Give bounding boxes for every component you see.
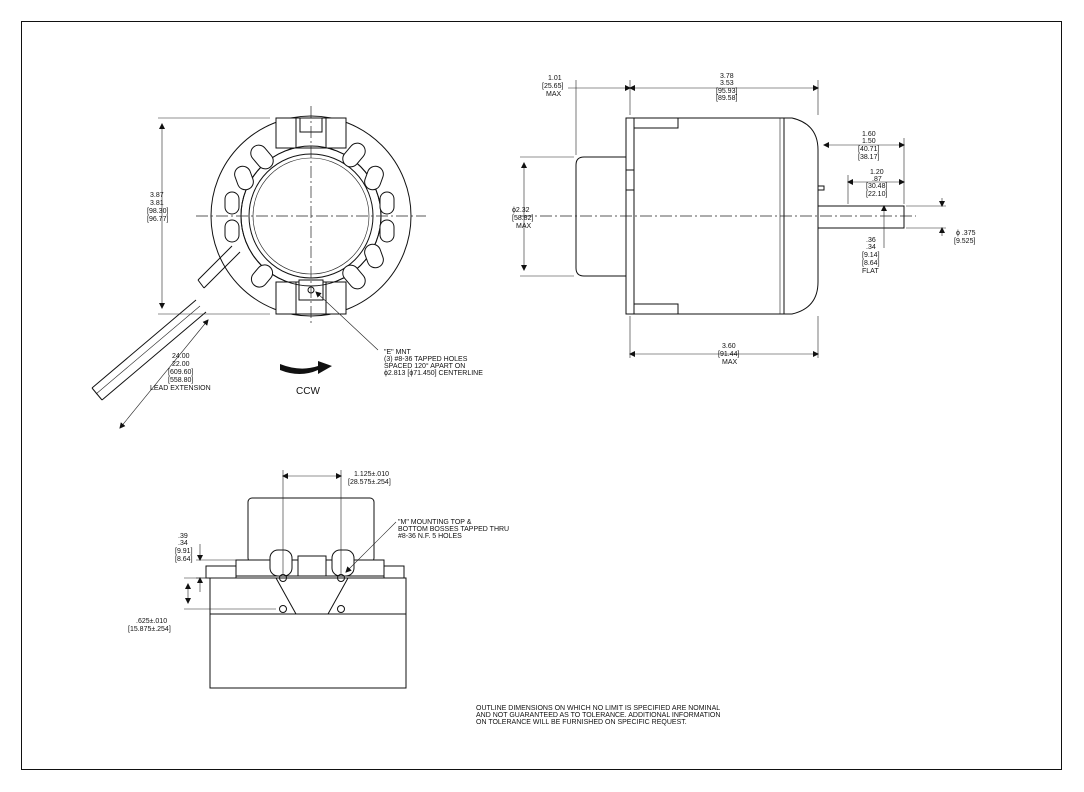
- lead-dim-2: 22.00: [172, 361, 190, 368]
- front-view: 3.87 3.81 [98.30] [96.77] 24.00 22.00 [6…: [91, 106, 483, 429]
- footnote-line-2: AND NOT GUARANTEED AS TO TOLERANCE. ADDI…: [476, 712, 720, 719]
- flat-len-dim-1: 1.20: [870, 169, 884, 176]
- rotation-label: CCW: [296, 386, 320, 397]
- boss-height-dim-1: .39: [178, 533, 188, 540]
- body-dim-2: 3.53: [720, 80, 734, 87]
- mount-note-3: SPACED 120° APART ON: [384, 362, 465, 370]
- boss-note-3: #8-36 N.F. 5 HOLES: [398, 533, 462, 540]
- spacing-dim-1: 1.125±.010: [354, 471, 389, 478]
- flat-len-dim-3: [30.48]: [866, 183, 887, 190]
- overall-dim-3: MAX: [722, 359, 738, 366]
- boss-dim-3: MAX: [546, 91, 562, 98]
- footnote-line-3: ON TOLERANCE WILL BE FURNISHED ON SPECIF…: [476, 719, 687, 726]
- shaft-len-dim-3: [40.71]: [858, 146, 879, 153]
- boss-height-dim-4: [8.64]: [175, 556, 193, 563]
- dia-dim-2: [58.82]: [512, 215, 533, 222]
- bottom-view: 1.125±.010 [28.575±.254] "M" MOUNTING TO…: [128, 470, 509, 689]
- flat-dim-3: [9.14]: [862, 252, 880, 259]
- boss-dim-2: [25.65]: [542, 83, 563, 90]
- lead-wires: [91, 245, 241, 401]
- mount-note-1: "E" MNT: [384, 349, 411, 356]
- flat-len-dim-4: [22.10]: [866, 191, 887, 198]
- dia-dim-1: ϕ2.32: [512, 207, 530, 214]
- lead-label: LEAD EXTENSION: [150, 385, 211, 392]
- dia-dim-3: MAX: [516, 223, 532, 230]
- boss-height-dim-2: .34: [178, 540, 188, 547]
- lead-dim-1: 24.00: [172, 353, 190, 360]
- body-dim-1: 3.78: [720, 73, 734, 80]
- height-dim-4: [96.77]: [147, 216, 168, 223]
- shaft-len-dim-1: 1.60: [862, 131, 876, 138]
- boss-hole: [279, 574, 287, 582]
- overall-dim-1: 3.60: [722, 343, 736, 350]
- rear-boss: [575, 156, 630, 277]
- height-dim-3: [98.30]: [147, 208, 168, 215]
- lead-dim-4: [558.80]: [168, 377, 193, 384]
- mount-note-2: (3) #8-36 TAPPED HOLES: [384, 356, 468, 363]
- overall-dim-2: [91.44]: [718, 351, 739, 358]
- flat-dim-2: .34: [866, 244, 876, 251]
- boss-hole: [337, 605, 345, 613]
- shaft-len-dim-4: [38.17]: [858, 154, 879, 161]
- shaft-dia-dim-1: ϕ .375: [956, 230, 976, 237]
- boss-hole: [337, 574, 345, 582]
- shaft-len-dim-2: 1.50: [862, 138, 876, 145]
- shaft-dia-dim-2: [9.525]: [954, 238, 975, 245]
- body-dim-3: [95.93]: [716, 88, 737, 95]
- boss-height-dim-3: [9.91]: [175, 548, 193, 555]
- flat-dim-5: FLAT: [862, 268, 879, 275]
- boss-note-2: BOTTOM BOSSES TAPPED THRU: [398, 526, 509, 533]
- vent-slots: [224, 142, 395, 290]
- hole-dim-1: .625±.010: [136, 618, 167, 625]
- base-block: [209, 577, 407, 689]
- flat-len-dim-2: .87: [872, 176, 882, 183]
- rotation-arrow-icon: [280, 361, 332, 374]
- spacing-dim-2: [28.575±.254]: [348, 479, 391, 486]
- footnote: OUTLINE DIMENSIONS ON WHICH NO LIMIT IS …: [476, 705, 720, 726]
- boss-hole: [279, 605, 287, 613]
- lead-dim-3: [609.60]: [168, 369, 193, 376]
- mount-note-4: ϕ2.813 [ϕ71.450] CENTERLINE: [384, 370, 483, 377]
- flat-dim-1: .36: [866, 237, 876, 244]
- side-view: 1.01 [25.65] MAX 3.78 3.53 [95.93] [89.5…: [512, 73, 976, 366]
- footnote-line-1: OUTLINE DIMENSIONS ON WHICH NO LIMIT IS …: [476, 705, 720, 712]
- shaft: [817, 205, 905, 229]
- height-dim-1: 3.87: [150, 192, 164, 199]
- sheet-border: [21, 21, 1062, 770]
- body-dim-4: [89.58]: [716, 95, 737, 102]
- height-dim-2: 3.81: [150, 200, 164, 207]
- can-top: [247, 497, 375, 563]
- flat-dim-4: [8.64]: [862, 260, 880, 267]
- hole-dim-2: [15.875±.254]: [128, 626, 171, 633]
- boss-dim-1: 1.01: [548, 75, 562, 82]
- boss-note-1: "M" MOUNTING TOP &: [398, 519, 472, 526]
